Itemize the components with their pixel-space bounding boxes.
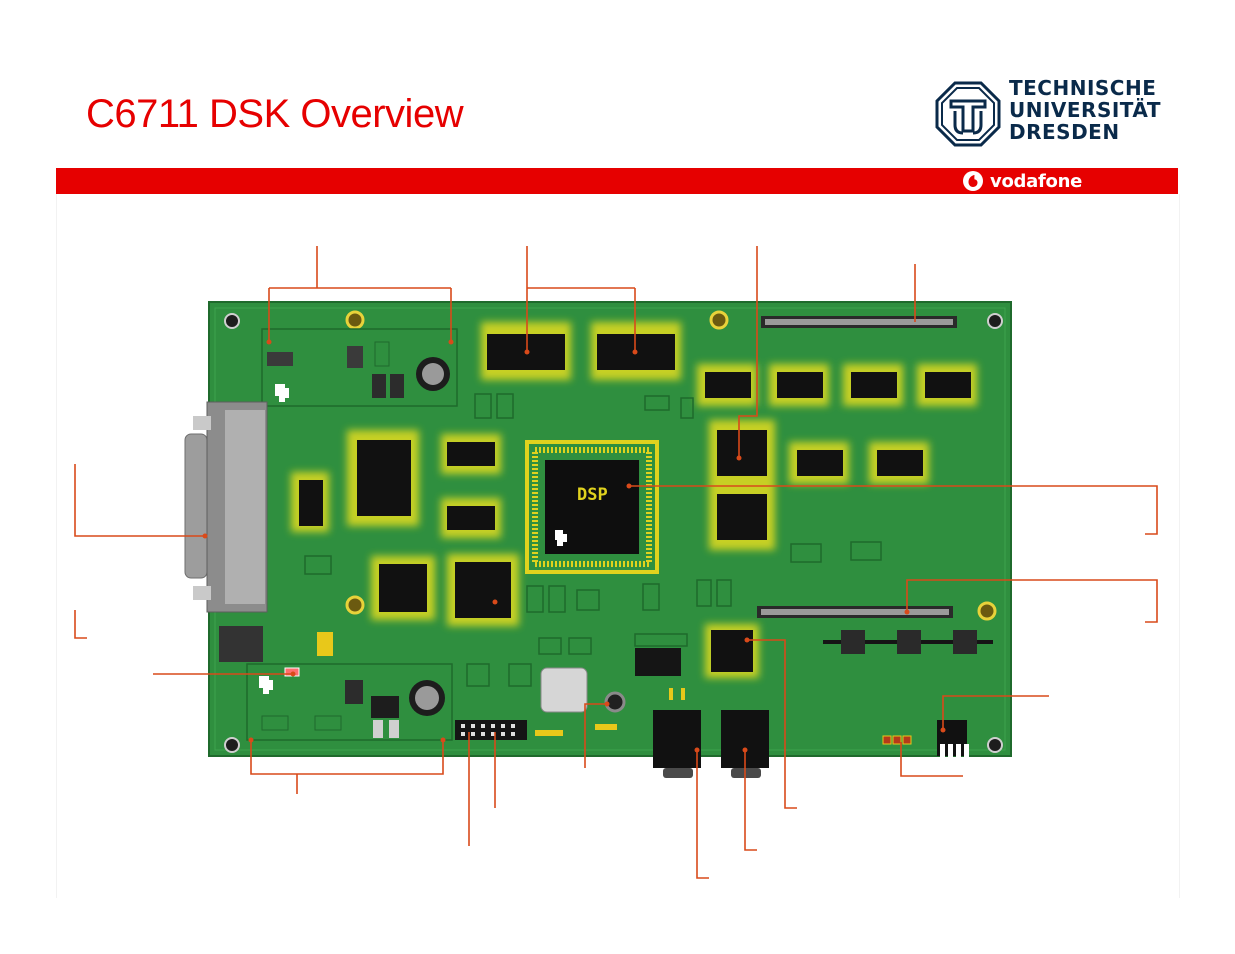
- tu-dresden-logo: TECHNISCHE UNIVERSITÄT DRESDEN: [935, 78, 1175, 150]
- c6711-board-diagram: DSP: [74, 246, 1158, 879]
- power-jack: [219, 626, 263, 662]
- memory-chips: [299, 334, 971, 672]
- board-diagram-area: DSP: [56, 194, 1180, 898]
- logo-line-1: TECHNISCHE: [1009, 76, 1157, 100]
- parallel-port-connector: [184, 401, 268, 613]
- ti-logo-top: [275, 384, 289, 402]
- vodafone-brand: vodafone: [962, 170, 1082, 192]
- vodafone-wordmark: vodafone: [990, 170, 1082, 192]
- mounting-holes: [224, 310, 1003, 753]
- logo-line-2: UNIVERSITÄT: [1009, 98, 1161, 122]
- reset-button: [604, 691, 626, 713]
- jumper-strip: [823, 630, 993, 654]
- dsp-label: DSP: [577, 485, 608, 505]
- jtag-header: [455, 720, 527, 740]
- red-banner: vodafone: [56, 168, 1178, 194]
- tu-dresden-emblem-icon: [935, 81, 1001, 147]
- small-components: [304, 393, 882, 687]
- power-supply-bottom: [261, 680, 445, 738]
- callout-dots: [202, 339, 946, 753]
- logo-line-3: DRESDEN: [1009, 120, 1120, 144]
- slide-title: C6711 DSK Overview: [86, 92, 464, 136]
- crystal-oscillator: [540, 667, 588, 713]
- user-leds: [882, 735, 912, 745]
- ti-logo-bottom: [259, 676, 273, 694]
- power-supply-top: [267, 341, 450, 398]
- peripheral-expansion-connector: [757, 606, 953, 618]
- memory-expansion-connector: [761, 316, 957, 328]
- callout-lines: [74, 246, 1158, 879]
- dsp-chip: [525, 440, 659, 574]
- vodafone-speechmark-icon: [963, 171, 984, 191]
- user-dip-switch: [937, 720, 969, 760]
